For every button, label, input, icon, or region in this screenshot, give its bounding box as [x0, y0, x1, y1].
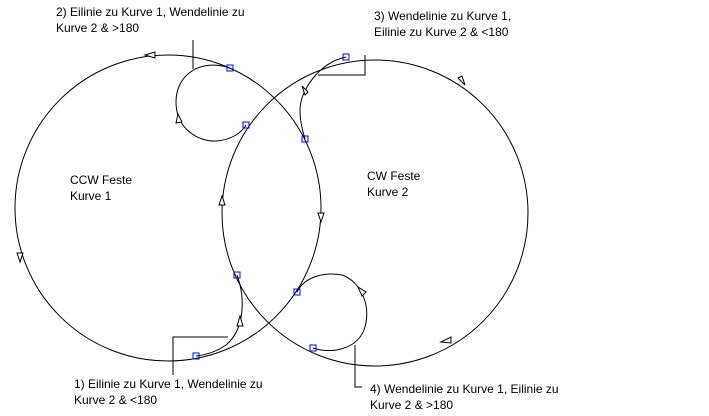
arrow-icon: [439, 336, 452, 344]
arrow-icon: [317, 212, 325, 224]
case-4-label-line2: Kurve 2 & >180: [370, 398, 453, 412]
case-2-label-line2: Kurve 2 & >180: [56, 21, 139, 35]
case-2-label-line1: 2) Eilinie zu Kurve 1, Wendelinie zu: [56, 5, 245, 19]
curve-2-label-line2: Kurve 2: [367, 185, 409, 199]
grip-point[interactable]: [342, 53, 350, 61]
grip-point[interactable]: [309, 344, 317, 352]
curve-1-label-line2: Kurve 1: [70, 189, 112, 203]
leader-line-4: [354, 345, 362, 388]
case-3-label-line2: Eilinie zu Kurve 2 & <180: [374, 25, 509, 39]
case-1-label-line1: 1) Eilinie zu Kurve 1, Wendelinie zu: [74, 377, 263, 391]
arrow-icon: [175, 112, 183, 124]
transition-curve-3: [299, 56, 347, 140]
grip-point[interactable]: [233, 271, 241, 279]
transition-curve-2: [175, 64, 247, 142]
transition-curve-4: [296, 273, 368, 351]
case-1-label-line2: Kurve 2 & <180: [74, 393, 157, 407]
leader-line-3: [318, 55, 366, 76]
arrow-icon: [218, 194, 226, 206]
grip-point[interactable]: [242, 121, 250, 129]
arrow-icon: [143, 51, 156, 59]
fixed-curve-1: [14, 54, 322, 362]
arrow-icon: [236, 314, 244, 327]
arrow-icon: [16, 252, 24, 264]
leader-line-1: [172, 336, 228, 375]
arrow-icon: [457, 75, 466, 86]
arrow-icon: [356, 285, 367, 297]
grip-point[interactable]: [226, 64, 234, 72]
case-3-label-line1: 3) Wendelinie zu Kurve 1,: [374, 9, 511, 23]
grip-point[interactable]: [293, 288, 301, 296]
case-4-label-line1: 4) Wendelinie zu Kurve 1, Eilinie zu: [370, 382, 559, 396]
transition-curve-1: [195, 274, 243, 357]
arrow-icon: [301, 85, 309, 96]
grip-point[interactable]: [192, 352, 200, 360]
fixed-curve-2: [221, 59, 529, 367]
grip-point[interactable]: [301, 135, 309, 143]
curve-1-label-line1: CCW Feste: [70, 173, 132, 187]
curve-2-label-line1: CW Feste: [367, 169, 421, 183]
